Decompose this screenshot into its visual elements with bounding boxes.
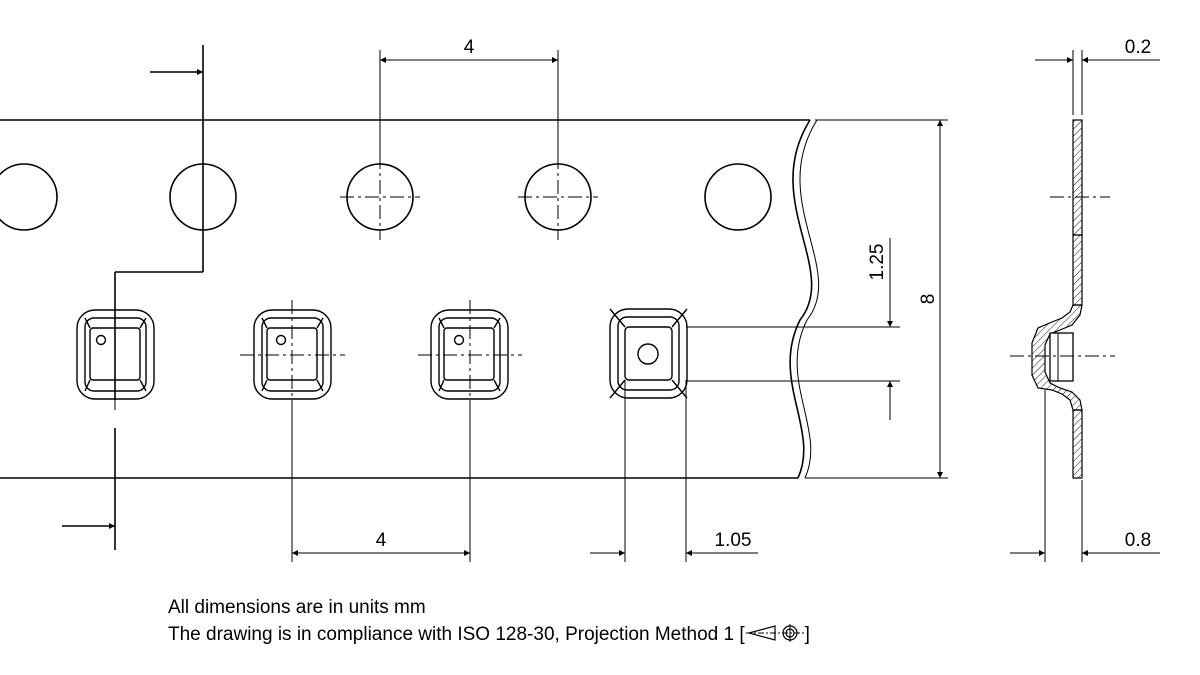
sprocket-hole-5	[704, 163, 772, 231]
dim-hole-pitch-label: 4	[464, 37, 475, 58]
pocket-3	[418, 300, 522, 410]
dim-pocket-height-label: 0.8	[1125, 530, 1151, 551]
tape-body	[0, 119, 820, 479]
standard-note: The drawing is in compliance with ISO 12…	[168, 623, 810, 646]
units-note: All dimensions are in units mm	[168, 597, 426, 618]
dim-pocket-height: 0.8	[1010, 390, 1160, 562]
dim-thickness: 0.2	[1035, 37, 1160, 115]
dim-tape-width: 8	[805, 119, 948, 479]
sprocket-hole-1	[0, 163, 58, 231]
dim-pocket-width-label: 1.05	[715, 530, 752, 551]
first-angle-projection-icon	[745, 624, 804, 642]
dim-thickness-label: 0.2	[1125, 37, 1151, 58]
dim-tape-width-label: 8	[918, 294, 939, 305]
section-cut-lines	[62, 45, 204, 550]
sprocket-holes	[0, 155, 772, 240]
dim-offset-label: 1.25	[867, 244, 888, 281]
pocket-4	[609, 308, 688, 399]
standard-note-close: ]	[804, 624, 810, 645]
standard-note-text: The drawing is in compliance with ISO 12…	[168, 624, 745, 645]
dim-pocket-width: 1.05	[590, 380, 758, 562]
dim-hole-pitch: 4	[379, 37, 559, 160]
dim-pocket-pitch: 4	[291, 410, 471, 562]
side-section-view	[1010, 119, 1115, 479]
dim-offset: 1.25	[686, 238, 900, 420]
pocket-2	[240, 300, 345, 410]
dim-pocket-pitch-label: 4	[376, 530, 387, 551]
